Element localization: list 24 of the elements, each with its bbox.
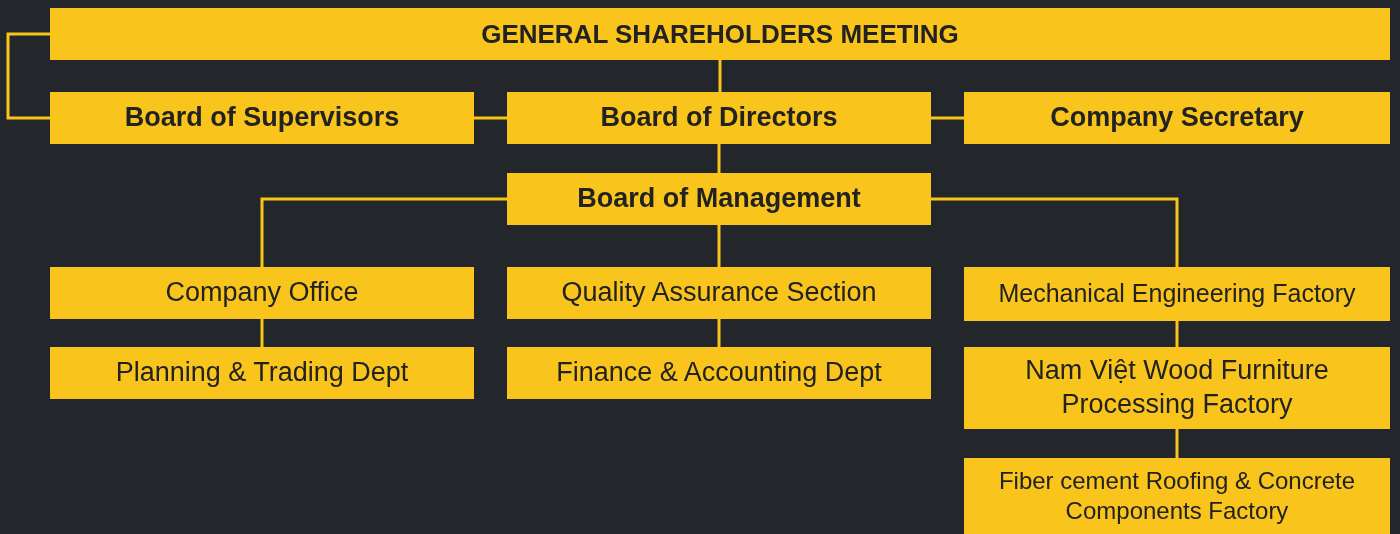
connector-line	[474, 116, 507, 120]
connector-line	[260, 197, 507, 267]
connector-line	[718, 60, 722, 92]
connector-line	[260, 319, 264, 347]
org-box: Fiber cement Roofing & Concrete Components Factory	[964, 458, 1390, 534]
org-box: GENERAL SHAREHOLDERS MEETING	[50, 8, 1390, 60]
org-box: Quality Assurance Section	[507, 267, 931, 319]
org-box: Company Office	[50, 267, 474, 319]
org-box: Nam Việt Wood Furniture Processing Factory	[964, 347, 1390, 429]
org-box: Board of Directors	[507, 92, 931, 144]
connector-line	[6, 32, 50, 120]
connector-line	[931, 116, 964, 120]
connector-line	[717, 144, 721, 173]
org-box: Board of Management	[507, 173, 931, 225]
org-box: Mechanical Engineering Factory	[964, 267, 1390, 321]
connector-line	[717, 225, 721, 267]
connector-line	[931, 197, 1179, 267]
connector-line	[1175, 321, 1179, 347]
connector-line	[717, 319, 721, 347]
org-box: Finance & Accounting Dept	[507, 347, 931, 399]
connector-line	[1175, 429, 1179, 458]
org-box: Board of Supervisors	[50, 92, 474, 144]
org-box: Planning & Trading Dept	[50, 347, 474, 399]
org-box: Company Secretary	[964, 92, 1390, 144]
